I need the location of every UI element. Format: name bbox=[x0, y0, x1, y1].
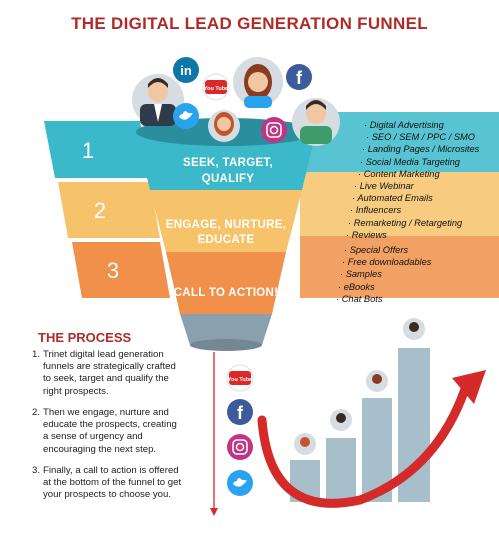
step-text: Then we engage, nurture and educate the … bbox=[43, 407, 177, 455]
youtube-icon: You Tube bbox=[202, 73, 230, 101]
process-step-2: 2. Then we engage, nurture and educate t… bbox=[32, 407, 182, 456]
list-item: Digital Advertising bbox=[364, 119, 479, 131]
youtube-icon: You Tube bbox=[226, 364, 254, 392]
svg-text:in: in bbox=[180, 63, 192, 78]
facebook-icon: f bbox=[286, 64, 312, 90]
step-number: 1. bbox=[32, 349, 41, 360]
list-item: Influencers bbox=[350, 204, 462, 216]
list-item: SEO / SEM / PPC / SMO bbox=[366, 131, 479, 143]
list-item: Remarketing / Retargeting bbox=[348, 217, 463, 229]
growth-bar-chart bbox=[290, 348, 430, 502]
step-text: Trinet digital lead generation funnels a… bbox=[43, 349, 176, 397]
list-item: Reviews bbox=[346, 229, 462, 241]
list-item: Automated Emails bbox=[352, 192, 462, 204]
avatar-man-left bbox=[132, 74, 184, 126]
funnel-drop-arrowhead bbox=[210, 508, 218, 516]
growth-arrowhead bbox=[452, 370, 486, 404]
step-number: 3. bbox=[32, 465, 41, 476]
growth-arrow bbox=[257, 375, 473, 508]
avatar-woman-center bbox=[233, 57, 283, 108]
stage-3-items: Special Offers Free downloadables Sample… bbox=[342, 244, 432, 305]
step-number: 2. bbox=[32, 407, 41, 418]
stage-2-items: Live Webinar Automated Emails Influencer… bbox=[352, 180, 463, 241]
funnel-tip-bottom bbox=[190, 339, 262, 351]
list-item: Free downloadables bbox=[342, 256, 432, 268]
list-item: Content Marketing bbox=[358, 168, 479, 180]
funnel-stage-3 bbox=[166, 252, 286, 314]
page-title: THE DIGITAL LEAD GENERATION FUNNEL bbox=[71, 14, 428, 33]
list-item: Chat Bots bbox=[336, 293, 431, 305]
stage-2-label-line-2: EDUCATE bbox=[198, 234, 255, 246]
process-step-3: 3. Finally, a call to action is offered … bbox=[32, 465, 182, 502]
svg-text:You Tube: You Tube bbox=[204, 86, 228, 92]
stage-2-tab bbox=[58, 182, 160, 238]
funnel-tip bbox=[180, 314, 272, 345]
bar-avatar-1 bbox=[294, 433, 316, 455]
process-title: THE PROCESS bbox=[38, 330, 132, 345]
linkedin-icon: in bbox=[173, 57, 199, 83]
stage-2-label-line-1: ENGAGE, NURTURE, bbox=[166, 219, 286, 231]
list-item: Live Webinar bbox=[354, 180, 462, 192]
stage-1-items: Digital Advertising SEO / SEM / PPC / SM… bbox=[362, 119, 480, 180]
bar-avatar-3 bbox=[366, 370, 388, 392]
list-item: Landing Pages / Microsites bbox=[362, 143, 480, 155]
stage-1-tab bbox=[44, 121, 150, 178]
list-item: Samples bbox=[340, 268, 431, 280]
stage-1-number: 1 bbox=[82, 138, 94, 163]
list-item: Special Offers bbox=[344, 244, 431, 256]
stage-1-label-line-2: QUALIFY bbox=[202, 173, 255, 185]
avatar-man-right bbox=[292, 98, 340, 146]
stage-1-label-line-1: SEEK, TARGET, bbox=[183, 157, 273, 169]
bar-avatar-4 bbox=[403, 318, 425, 340]
growth-bar-2 bbox=[326, 438, 356, 502]
avatar-woman-small bbox=[208, 110, 240, 142]
twitter-icon bbox=[227, 470, 253, 496]
instagram-icon bbox=[227, 434, 253, 460]
process-step-1: 1. Trinet digital lead generation funnel… bbox=[32, 349, 182, 398]
stage-3-tab bbox=[72, 242, 170, 298]
stage-3-label-line-1: CALL TO ACTION! bbox=[174, 287, 279, 299]
step-text: Finally, a call to action is offered at … bbox=[43, 465, 182, 501]
bar-avatar-2 bbox=[330, 409, 352, 431]
list-item: Social Media Targeting bbox=[360, 156, 479, 168]
svg-text:f: f bbox=[237, 403, 244, 423]
svg-text:You Tube: You Tube bbox=[228, 377, 252, 383]
svg-text:f: f bbox=[296, 68, 303, 88]
instagram-icon bbox=[261, 117, 287, 143]
funnel-stage-1 bbox=[136, 132, 316, 190]
funnel-stage-2 bbox=[150, 190, 302, 252]
twitter-icon bbox=[173, 103, 199, 129]
stage-2-number: 2 bbox=[94, 198, 106, 223]
stage-3-number: 3 bbox=[107, 258, 119, 283]
facebook-icon: f bbox=[227, 399, 253, 425]
list-item: eBooks bbox=[338, 281, 431, 293]
